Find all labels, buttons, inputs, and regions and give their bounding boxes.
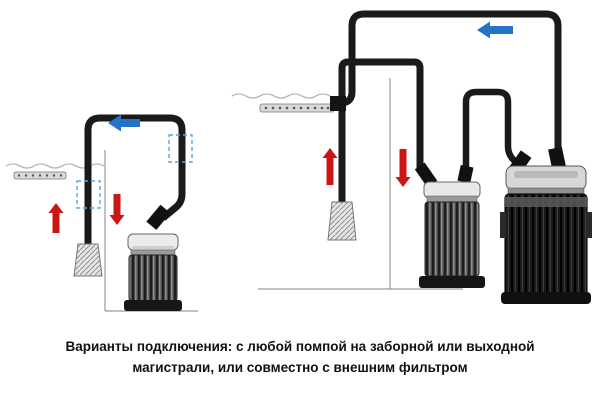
pump-outlet-fitting xyxy=(457,164,474,184)
spray-bar-holes xyxy=(17,174,63,177)
intake-strainer xyxy=(327,201,357,241)
external-canister-filter xyxy=(500,165,592,304)
pump-inlet-fitting xyxy=(414,162,438,188)
flow-left-arrow xyxy=(108,114,140,132)
filter-outlet-fitting xyxy=(548,146,566,170)
right-diagram-pump-with-filter xyxy=(231,10,592,304)
inline-pump xyxy=(419,181,485,288)
inline-pump xyxy=(124,233,182,311)
intake-hose xyxy=(338,58,433,202)
flow-up-arrow xyxy=(322,148,338,185)
optional-pump-position-intake-line xyxy=(76,180,101,209)
hose-tubing xyxy=(84,114,186,246)
left-diagram-pump-only xyxy=(5,114,198,312)
pump-to-filter-hose xyxy=(462,88,526,176)
flow-down-arrow xyxy=(109,194,125,225)
flow-left-arrow xyxy=(477,21,513,39)
output-hose xyxy=(338,10,562,166)
intake-strainer xyxy=(73,243,103,277)
flow-down-arrow xyxy=(395,149,411,187)
flow-up-arrow xyxy=(48,203,64,233)
caption-line-1: Варианты подключения: с любой помпой на … xyxy=(65,339,535,354)
caption-line-2: магистрали, или совместно с внешним филь… xyxy=(132,360,468,375)
pump-inlet-fitting xyxy=(146,204,171,230)
spray-bar-holes xyxy=(264,106,330,110)
optional-pump-position-output-line xyxy=(168,134,193,163)
water-surface-line xyxy=(231,93,331,99)
spray-bar-elbow-fitting xyxy=(330,96,346,111)
caption: Варианты подключения: с любой помпой на … xyxy=(0,336,600,378)
